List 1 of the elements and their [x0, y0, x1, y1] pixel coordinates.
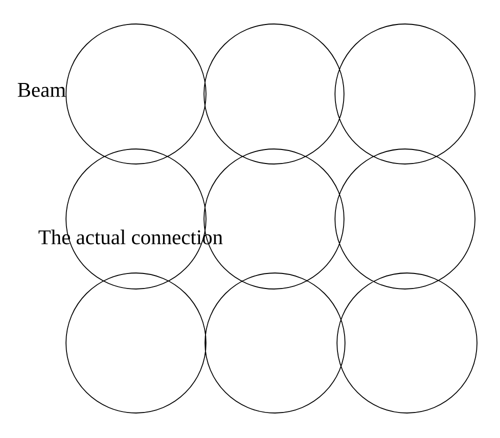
label: Beam	[18, 83, 66, 97]
